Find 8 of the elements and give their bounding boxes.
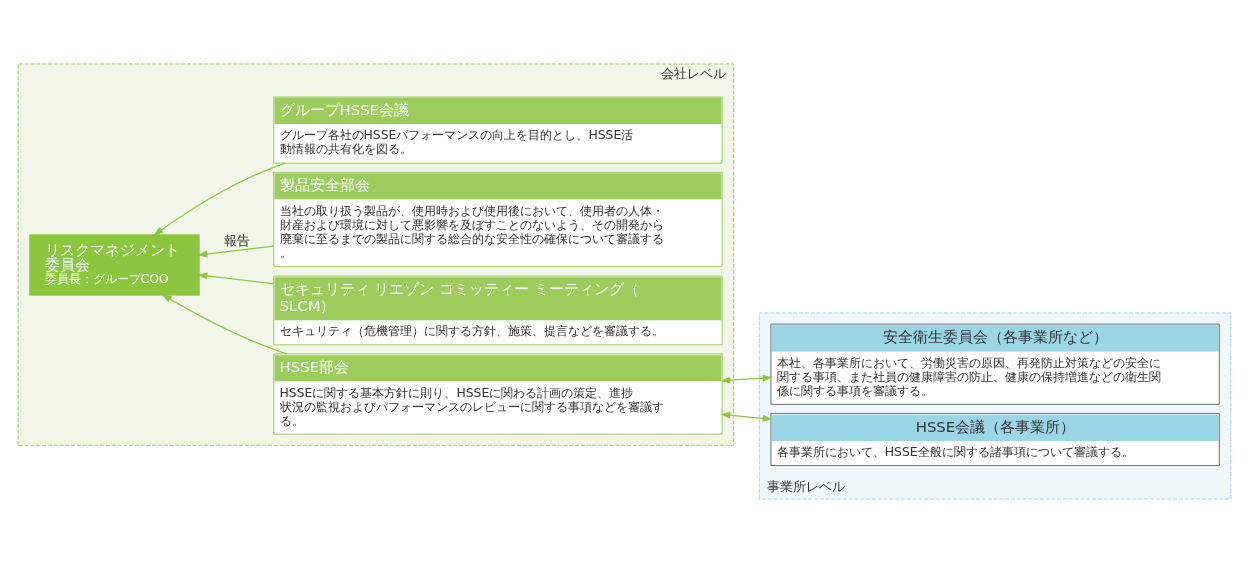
- arrow: [720, 374, 773, 384]
- arrow: [197, 272, 275, 285]
- node-box: リスクマネジメント委員会 委員長：グループCOO: [29, 234, 200, 296]
- arrow: [720, 411, 773, 422]
- arrow: [153, 162, 286, 236]
- edge-label: 報告: [223, 232, 250, 248]
- arrow: [161, 294, 288, 355]
- arrow: [197, 245, 275, 258]
